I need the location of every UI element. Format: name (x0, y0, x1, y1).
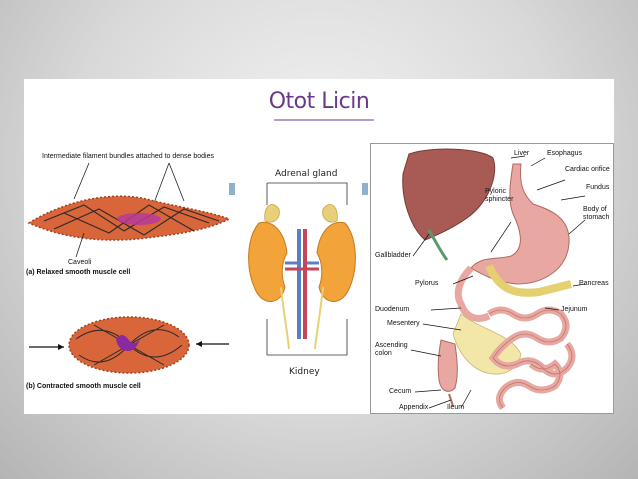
kidney-drawing (248, 182, 356, 356)
fundus-label: Fundus (586, 184, 610, 191)
ascending-colon-label: Ascending colon (375, 342, 408, 357)
relaxed-cell-caption: (a) Relaxed smooth muscle cell (26, 269, 131, 276)
kidney-figure: Adrenal gland Kidney (237, 159, 367, 384)
bullet-marker-right (362, 183, 368, 195)
contracted-cell-caption: (b) Contracted smooth muscle cell (26, 383, 141, 390)
pylorus-label: Pylorus (415, 280, 439, 287)
pyloric-sphincter-label: Pyloric sphincter (485, 188, 514, 203)
duodenum-label: Duodenum (375, 306, 410, 313)
digestive-drawing (402, 148, 586, 411)
pancreas-label: Pancreas (579, 280, 609, 287)
slide: Otot Licin Intermediate filament bundles… (24, 79, 614, 414)
liver-label: Liver (514, 150, 530, 157)
gallbladder-label: Gallbladder (375, 252, 411, 259)
title-underline (274, 119, 374, 121)
jejunum-label: Jejunum (561, 306, 588, 313)
bullet-marker-left (229, 183, 235, 195)
caveoli-label: Caveoli (68, 259, 92, 266)
relaxed-cell-drawing (27, 162, 231, 258)
cardiac-orifice-label: Cardiac orifice (565, 166, 610, 173)
slide-title: Otot Licin (268, 89, 370, 114)
cecum-label: Cecum (389, 388, 412, 395)
adrenal-gland-label: Adrenal gland (275, 169, 338, 179)
contracted-cell-drawing (29, 316, 229, 374)
esophagus-label: Esophagus (547, 150, 583, 157)
smooth-muscle-figure: Intermediate filament bundles attached t… (24, 149, 234, 414)
body-of-stomach-label: Body of stomach (583, 206, 610, 221)
kidney-label: Kidney (289, 367, 320, 377)
digestive-figure: Liver Esophagus Cardiac orifice Fundus B… (370, 143, 614, 414)
ileum-label: Ileum (447, 404, 465, 411)
filament-bundles-label: Intermediate filament bundles attached t… (42, 153, 215, 160)
mesentery-label: Mesentery (387, 320, 420, 327)
appendix-label: Appendix (399, 404, 429, 411)
